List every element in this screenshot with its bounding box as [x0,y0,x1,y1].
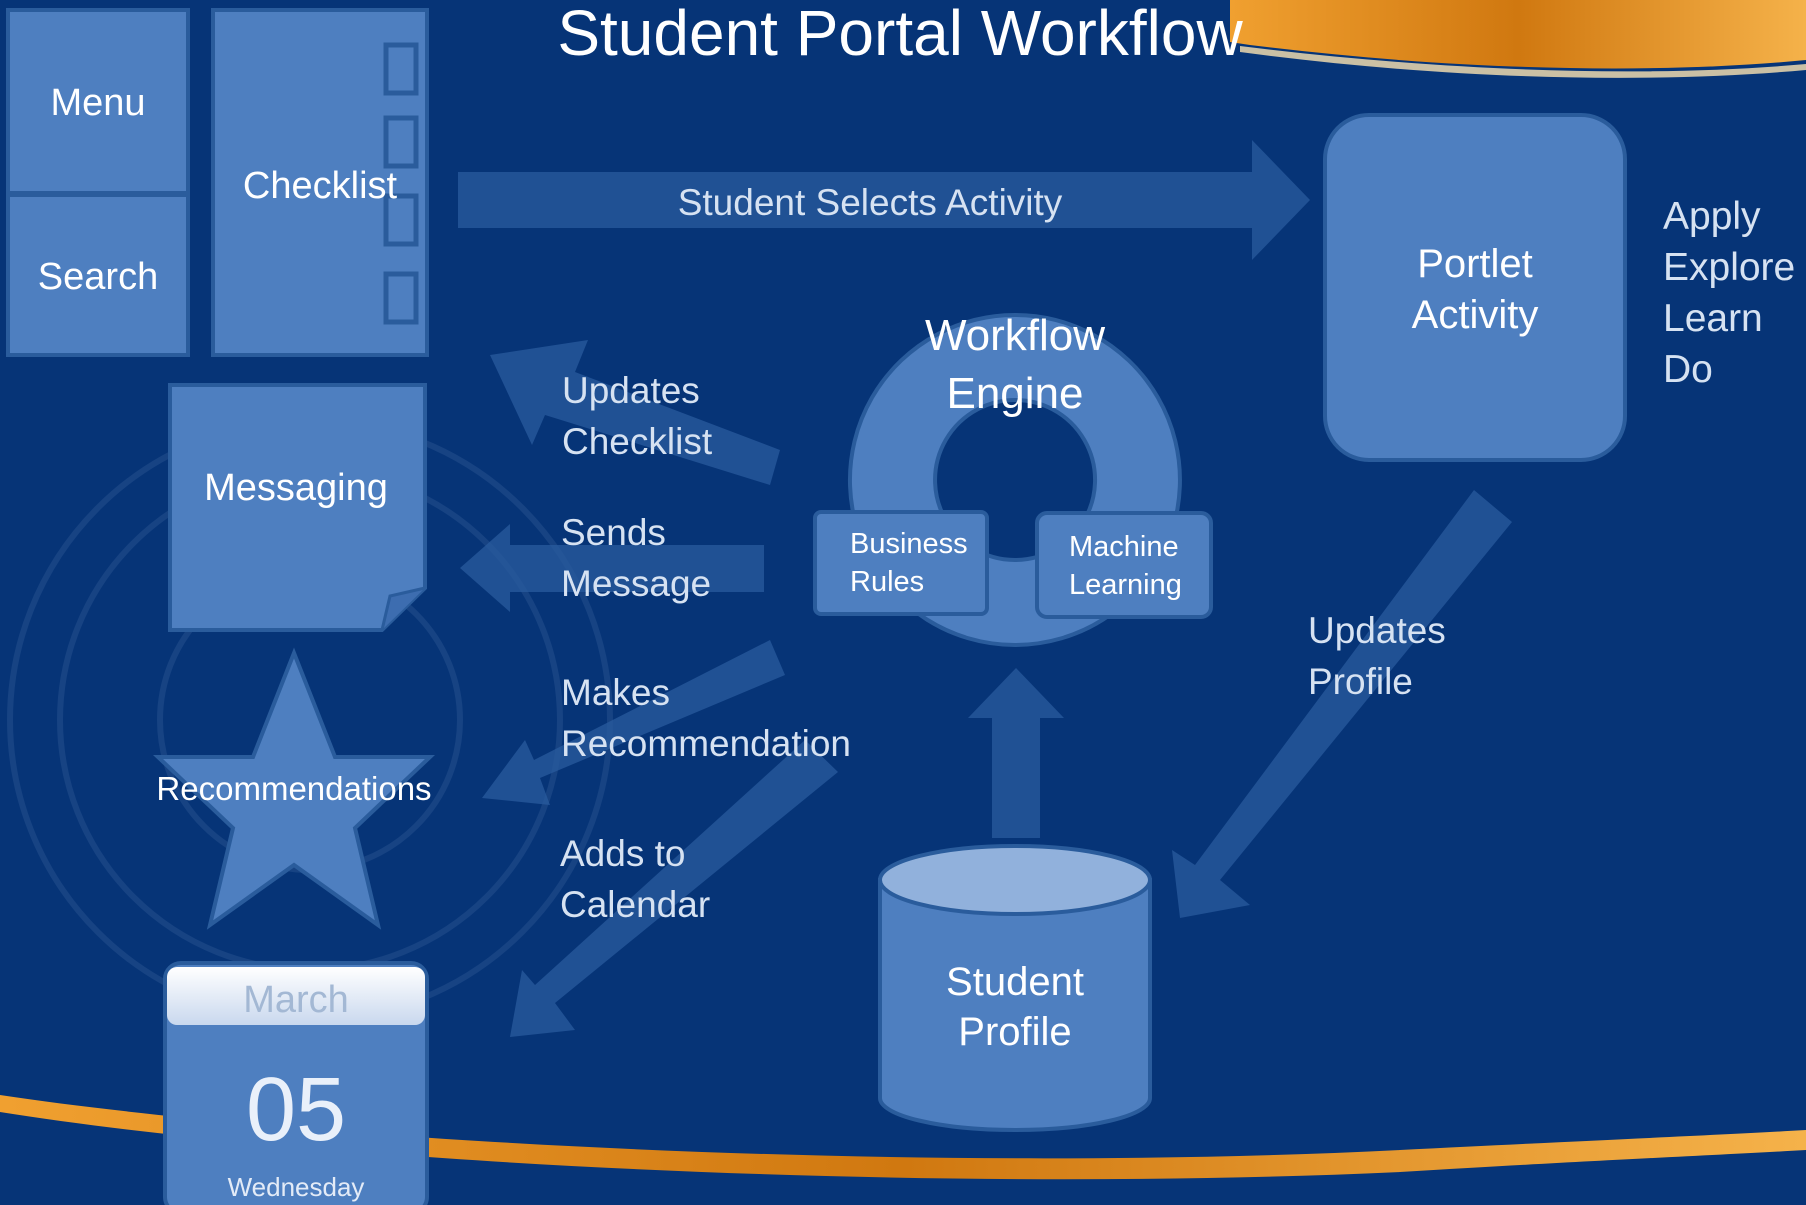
arrow-updates-profile [1172,490,1512,918]
search-tile[interactable]: Search [6,193,190,357]
calendar-weekday: Wednesday [228,1172,365,1202]
checklist-tile[interactable]: Checklist [211,8,429,357]
arrow-sends-message [460,524,764,612]
menu-tile[interactable]: Menu [6,8,190,195]
portlet-activity[interactable]: Portlet Activity [1323,113,1627,462]
flow-label-updates-profile: Updates [1308,610,1446,651]
checklist-label: Checklist [243,165,398,207]
recommendations-label: Recommendations [156,770,431,807]
calendar-header [167,967,425,1025]
portlet-action: Learn [1663,297,1763,340]
flow-label-makes-recommendation: Makes [561,672,670,713]
profile-line1: Student [946,960,1084,1004]
recommendations-star[interactable]: Recommendations [152,647,436,930]
arrow-profile-to-engine [968,668,1064,838]
business-rules-box[interactable]: Business Rules [813,510,989,616]
top-swoosh [1230,0,1806,69]
arrow-student-selects [458,140,1310,260]
flow-label-updates-checklist: Checklist [562,421,713,462]
machine-learning-line2: Learning [1069,569,1182,601]
profile-line2: Profile [958,1010,1071,1054]
portlet-action: Explore [1663,246,1795,289]
portlet-actions-list: Apply Explore Learn Do [1663,195,1795,391]
page-title: Student Portal Workflow [557,0,1243,69]
student-profile-database[interactable]: Student Profile [878,844,1152,1132]
menu-label: Menu [50,82,145,124]
calendar-day: 05 [246,1060,346,1160]
portlet-line1: Portlet [1417,242,1533,286]
flow-label-makes-recommendation: Recommendation [561,723,851,764]
business-rules-line2: Rules [850,566,924,598]
portlet-line2: Activity [1412,293,1539,337]
flow-label-selects: Student Selects Activity [678,182,1063,223]
calendar-month: March [243,979,349,1021]
flow-label-adds-calendar: Calendar [560,884,710,925]
flow-label-updates-profile: Profile [1308,661,1413,702]
arrow-makes-recommendation [482,640,785,805]
business-rules-line1: Business [850,528,968,560]
arrow-adds-calendar [510,740,838,1037]
flow-label-sends-message: Message [561,563,711,604]
machine-learning-box[interactable]: Machine Learning [1035,511,1213,619]
calendar-tile[interactable]: March 05 Wednesday [163,961,429,1205]
engine-title-line2: Engine [946,369,1083,418]
engine-title-line1: Workflow [925,311,1105,360]
search-label: Search [38,256,158,298]
flow-label-updates-checklist: Updates [562,370,700,411]
flow-label-adds-calendar: Adds to [560,833,685,874]
arrow-updates-checklist [490,340,780,485]
portlet-action: Do [1663,348,1713,391]
messaging-tile[interactable]: Messaging [168,383,427,632]
messaging-label: Messaging [204,467,388,509]
machine-learning-line1: Machine [1069,531,1179,563]
flow-label-sends-message: Sends [561,512,666,553]
checkbox-icons [383,42,419,325]
portlet-action: Apply [1663,195,1761,238]
